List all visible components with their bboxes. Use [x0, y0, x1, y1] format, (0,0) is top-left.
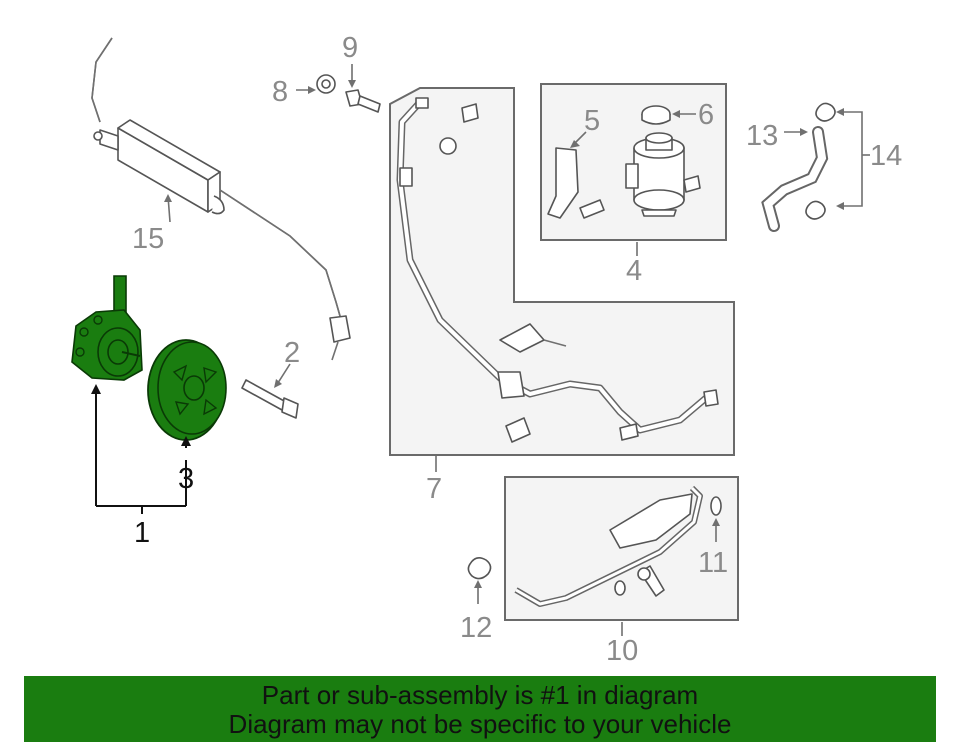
callout-9: 9 [342, 32, 358, 64]
part-6-cap[interactable] [641, 105, 671, 125]
callout-11: 11 [698, 547, 728, 579]
part-14-clamps[interactable] [805, 102, 836, 220]
callout-13: 13 [746, 120, 778, 152]
part-2-bolt[interactable] [241, 379, 299, 419]
part-10-return-line[interactable] [514, 485, 703, 607]
callout-8: 8 [272, 76, 288, 108]
part-8-nut[interactable] [316, 74, 336, 94]
part-1-power-steering-pump[interactable] [71, 275, 143, 381]
callout-4: 4 [626, 255, 642, 287]
part-5-bracket[interactable] [547, 147, 605, 219]
callout-10: 10 [606, 635, 638, 667]
callout-12: 12 [460, 612, 492, 644]
callout-5: 5 [584, 105, 600, 137]
callout-3: 3 [178, 463, 194, 495]
part-7-hose-box [389, 87, 735, 456]
part-4-reservoir[interactable] [625, 132, 701, 217]
callout-6: 6 [698, 99, 714, 131]
part-15-cooler-assembly[interactable] [91, 37, 351, 361]
callout-14: 14 [870, 140, 902, 172]
part-11-o-ring[interactable] [710, 496, 722, 516]
banner-line-2: Diagram may not be specific to your vehi… [228, 709, 732, 739]
callout-7: 7 [426, 473, 442, 505]
info-banner: Part or sub-assembly is #1 in diagram Di… [24, 676, 936, 742]
part-3-pulley[interactable] [147, 339, 227, 441]
callout-2: 2 [284, 337, 300, 369]
banner-line-1: Part or sub-assembly is #1 in diagram [261, 680, 699, 710]
part-7-pressure-hose[interactable] [396, 97, 719, 443]
callout-15: 15 [132, 223, 164, 255]
part-12-clamp[interactable] [467, 556, 492, 580]
part-13-return-hose[interactable] [761, 126, 829, 232]
part-9-bolt[interactable] [345, 89, 381, 113]
callout-1: 1 [134, 517, 150, 549]
